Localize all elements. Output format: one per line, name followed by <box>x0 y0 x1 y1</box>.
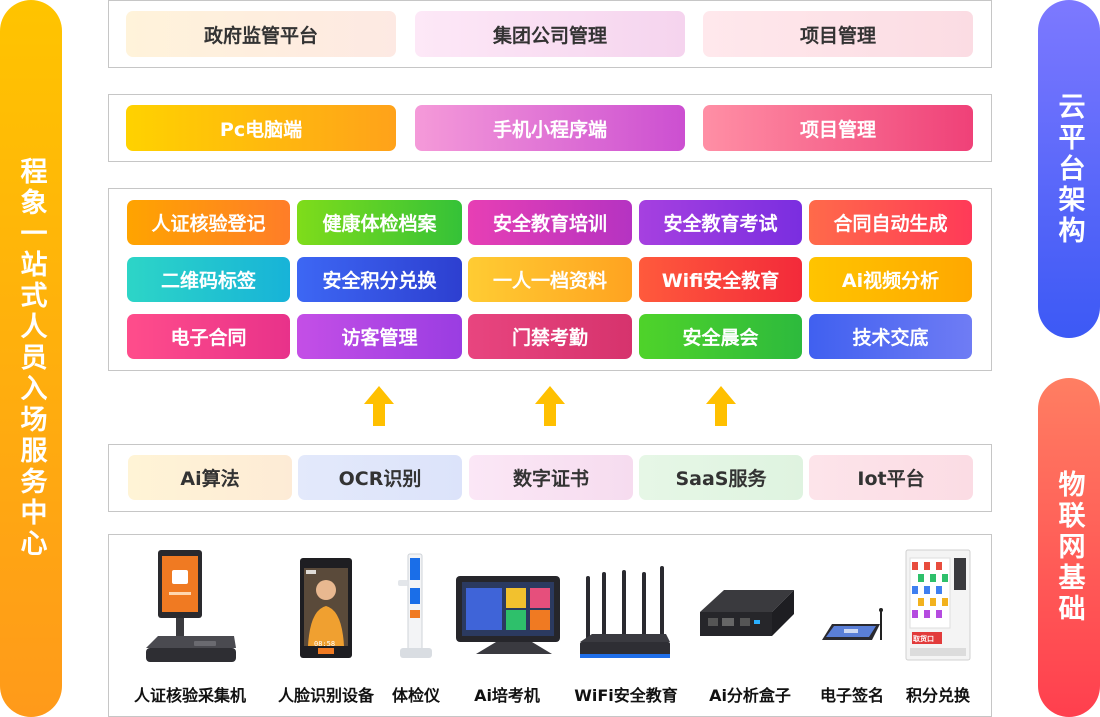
module-ai-video[interactable]: Ai视频分析 <box>809 257 972 302</box>
module-tech-briefing[interactable]: 技术交底 <box>809 314 972 359</box>
module-safety-exam[interactable]: 安全教育考试 <box>639 200 802 245</box>
tech-ai-algorithm[interactable]: Ai算法 <box>128 455 292 500</box>
left-service-center-label: 程象一站式人员入场服务中心 <box>0 0 62 717</box>
platform-group-button[interactable]: 集团公司管理 <box>415 11 685 57</box>
module-label: 人证核验登记 <box>151 213 266 235</box>
terminal-miniprogram-button[interactable]: 手机小程序端 <box>415 105 685 151</box>
vending-pickup-label: 取货口 <box>913 635 934 643</box>
module-qr-tag[interactable]: 二维码标签 <box>127 257 290 302</box>
device-label-id-terminal: 人证核验采集机 <box>133 686 247 705</box>
tech-label: OCR识别 <box>338 468 422 490</box>
module-id-verification[interactable]: 人证核验登记 <box>127 200 290 245</box>
platform-gov-button[interactable]: 政府监管平台 <box>126 11 396 57</box>
up-arrow-icon <box>535 386 565 426</box>
terminal-pc-label: Pc电脑端 <box>219 118 303 141</box>
module-label: 健康体检档案 <box>322 213 437 235</box>
module-wifi-education[interactable]: Wifi安全教育 <box>639 257 802 302</box>
vending-machine-icon <box>905 549 971 661</box>
module-label: 安全晨会 <box>682 327 759 349</box>
cloud-architecture-label: 云平台架构 <box>1038 0 1100 338</box>
ai-analysis-box-icon <box>700 590 794 636</box>
module-label: Wifi安全教育 <box>661 270 780 292</box>
module-label: 安全教育考试 <box>663 213 778 235</box>
module-label: 二维码标签 <box>160 270 256 292</box>
tech-iot-platform[interactable]: Iot平台 <box>809 455 973 500</box>
face-recognition-device-icon <box>300 558 352 658</box>
device-label-face-device: 人脸识别设备 <box>277 686 375 705</box>
tech-label: Ai算法 <box>180 468 240 490</box>
platform-project-label: 项目管理 <box>799 24 876 47</box>
module-contract-generation[interactable]: 合同自动生成 <box>809 200 972 245</box>
module-visitor-management[interactable]: 访客管理 <box>297 314 462 359</box>
platform-project-button[interactable]: 项目管理 <box>703 11 973 57</box>
module-label: 门禁考勤 <box>511 327 588 349</box>
module-personal-file[interactable]: 一人一档资料 <box>468 257 632 302</box>
module-e-contract[interactable]: 电子合同 <box>127 314 290 359</box>
module-safety-training[interactable]: 安全教育培训 <box>468 200 632 245</box>
wifi-router-icon <box>580 566 670 658</box>
module-morning-meeting[interactable]: 安全晨会 <box>639 314 802 359</box>
module-access-attendance[interactable]: 门禁考勤 <box>468 314 632 359</box>
face-device-time: 08:58 <box>314 640 336 648</box>
module-label: 电子合同 <box>170 327 247 349</box>
device-label-signature: 电子签名 <box>819 686 885 705</box>
id-verification-terminal-icon <box>146 550 236 662</box>
tech-digital-certificate[interactable]: 数字证书 <box>469 455 633 500</box>
module-label: 合同自动生成 <box>833 213 948 235</box>
up-arrow-icon <box>706 386 736 426</box>
tech-label: Iot平台 <box>857 468 925 490</box>
device-label-wifi: WiFi安全教育 <box>574 686 678 705</box>
tech-label: SaaS服务 <box>675 468 767 490</box>
module-label: 安全教育培训 <box>492 213 607 235</box>
device-label-ai-box: Ai分析盒子 <box>709 686 791 705</box>
module-points-exchange[interactable]: 安全积分兑换 <box>297 257 462 302</box>
terminal-project-button[interactable]: 项目管理 <box>703 105 973 151</box>
terminal-miniprogram-label: 手机小程序端 <box>492 118 607 141</box>
module-label: 安全积分兑换 <box>322 270 437 292</box>
platform-gov-label: 政府监管平台 <box>203 24 318 47</box>
device-label-health-check: 体检仪 <box>391 686 441 705</box>
module-health-records[interactable]: 健康体检档案 <box>297 200 462 245</box>
iot-label-text: 物联网基础 <box>1053 470 1085 625</box>
up-arrow-icon <box>364 386 394 426</box>
signature-pad-icon <box>822 608 883 640</box>
cloud-label-text: 云平台架构 <box>1053 91 1085 247</box>
health-check-station-icon <box>398 553 432 658</box>
iot-foundation-label: 物联网基础 <box>1038 378 1100 717</box>
terminal-project-label: 项目管理 <box>799 118 876 141</box>
platform-group-label: 集团公司管理 <box>492 24 607 47</box>
module-label: 技术交底 <box>852 327 929 349</box>
training-tablet-icon <box>456 576 560 654</box>
module-label: Ai视频分析 <box>841 270 940 292</box>
terminal-pc-button[interactable]: Pc电脑端 <box>126 105 396 151</box>
left-label-text: 程象一站式人员入场服务中心 <box>15 157 47 560</box>
tech-saas[interactable]: SaaS服务 <box>639 455 803 500</box>
module-label: 一人一档资料 <box>492 270 607 292</box>
module-label: 访客管理 <box>341 327 418 349</box>
device-label-training-tablet: Ai培考机 <box>474 686 540 705</box>
tech-ocr[interactable]: OCR识别 <box>298 455 462 500</box>
tech-label: 数字证书 <box>512 468 589 490</box>
device-label-vending: 积分兑换 <box>905 686 971 705</box>
